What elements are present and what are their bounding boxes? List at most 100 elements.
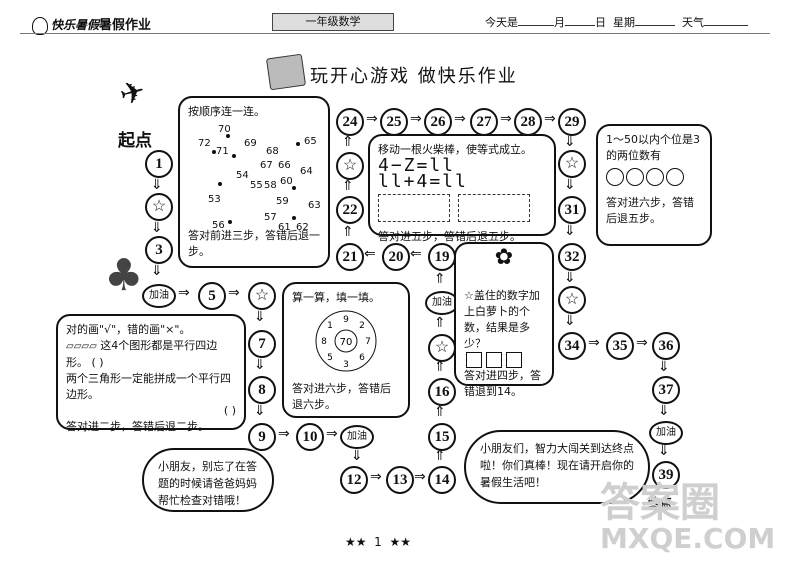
arrow-icon: ⇐ bbox=[364, 246, 376, 262]
arrow-icon: ⇓ bbox=[151, 177, 163, 193]
answer-box[interactable] bbox=[466, 352, 482, 368]
step-14: 14 bbox=[428, 466, 456, 494]
step-20: 20 bbox=[382, 243, 410, 271]
dot bbox=[232, 154, 236, 158]
date-weather-label: 天气 bbox=[682, 16, 704, 29]
radish-card: ✿ ☆盖住的数字加上白萝卜的个数，结果是多少？ 答对进四步，答错退到14。 bbox=[454, 242, 554, 398]
step-28: 28 bbox=[514, 108, 542, 136]
answer-box[interactable] bbox=[458, 194, 530, 222]
blank-field[interactable] bbox=[704, 25, 748, 26]
star-step: ☆ bbox=[558, 286, 586, 314]
petal-number: 1 bbox=[327, 321, 333, 331]
step-35: 35 bbox=[606, 332, 634, 360]
dot-number: 65 bbox=[304, 136, 317, 147]
congrats-cloud: 小朋友们，智力大闯关到达终点啦！你们真棒！现在请开启你的暑假生活吧！ bbox=[464, 430, 650, 504]
footer-deco: ★★ bbox=[389, 535, 411, 549]
cheer-badge: 加油 bbox=[340, 425, 374, 449]
answer-box[interactable] bbox=[378, 194, 450, 222]
dot-number: 67 bbox=[260, 160, 273, 171]
step-9: 9 bbox=[248, 423, 276, 451]
dot-number: 68 bbox=[266, 146, 279, 157]
arrow-icon: ⇓ bbox=[254, 403, 266, 419]
dot-number: 53 bbox=[208, 194, 221, 205]
two-digit-question: 1～50以内个位是3的两位数有 bbox=[606, 133, 700, 162]
petal-number: 9 bbox=[343, 315, 349, 325]
blank-field[interactable] bbox=[635, 25, 675, 26]
answer-paren[interactable]: ( ) bbox=[223, 404, 236, 417]
arrow-icon: ⇓ bbox=[658, 403, 670, 419]
arrow-icon: ⇓ bbox=[564, 177, 576, 193]
brand-title: 暑假作业 bbox=[99, 18, 152, 33]
step-36: 36 bbox=[652, 332, 680, 360]
answer-paren[interactable]: ( ) bbox=[91, 356, 104, 369]
step-26: 26 bbox=[424, 108, 452, 136]
arrow-icon: ⇒ bbox=[178, 285, 190, 301]
arrow-icon: ⇒ bbox=[410, 111, 422, 127]
dot-number: 62 bbox=[296, 222, 309, 233]
arrow-icon: ⇑ bbox=[434, 404, 446, 420]
arrow-icon: ⇑ bbox=[342, 134, 354, 150]
step-31: 31 bbox=[558, 196, 586, 224]
airplane-icon: ✈ bbox=[115, 73, 150, 114]
arrow-icon: ⇒ bbox=[636, 335, 648, 351]
arrow-icon: ⇒ bbox=[500, 111, 512, 127]
flower-instruction: 答对进六步，答错后退六步。 bbox=[292, 382, 391, 411]
step-37: 37 bbox=[652, 376, 680, 404]
arrow-icon: ⇐ bbox=[410, 246, 422, 262]
answer-box[interactable] bbox=[506, 352, 522, 368]
arrow-icon: ⇓ bbox=[658, 443, 670, 459]
dot bbox=[296, 142, 300, 146]
dot bbox=[292, 216, 296, 220]
matchstick-equation: 4−Z=ll ll+4=ll bbox=[378, 155, 468, 192]
dot bbox=[228, 220, 232, 224]
blank-field[interactable] bbox=[518, 25, 554, 26]
watermark: 答案圈 bbox=[600, 480, 720, 526]
arrow-icon: ⇑ bbox=[434, 271, 446, 287]
dot-number: 69 bbox=[244, 138, 257, 149]
apple-icon bbox=[606, 168, 624, 186]
petal-number: 8 bbox=[321, 337, 327, 347]
header-divider bbox=[20, 33, 770, 34]
date-week-label: 星期 bbox=[613, 16, 635, 29]
dot bbox=[226, 134, 230, 138]
step-39: 39 bbox=[652, 461, 680, 489]
dot-number: 72 bbox=[198, 138, 211, 149]
shapes-statement-1: 这4个图形都是平行四边形。 bbox=[66, 339, 218, 369]
date-month-label: 月 bbox=[554, 16, 565, 29]
start-label: 起点 bbox=[118, 131, 152, 151]
blank-field[interactable] bbox=[565, 25, 595, 26]
connect-dots-title: 按顺序连一连。 bbox=[188, 105, 265, 118]
arrow-icon: ⇑ bbox=[434, 315, 446, 331]
step-22: 22 bbox=[336, 196, 364, 224]
connect-dots-instruction: 答对前进三步，答错后退一步。 bbox=[188, 229, 320, 258]
step-16: 16 bbox=[428, 378, 456, 406]
flower-center bbox=[334, 329, 358, 353]
step-5: 5 bbox=[198, 282, 226, 310]
dot-number: 56 bbox=[212, 220, 225, 231]
parallelogram-icon: ▱▱▱▱ bbox=[66, 341, 97, 352]
star-step: ☆ bbox=[145, 193, 173, 221]
flower-petals bbox=[315, 310, 377, 372]
radish-question: ☆盖住的数字加上白萝卜的个数，结果是多少？ bbox=[464, 289, 540, 350]
star-step: ☆ bbox=[428, 334, 456, 362]
grade-label: 一年级数学 bbox=[272, 13, 394, 31]
petal-number: 6 bbox=[359, 353, 365, 363]
step-1: 1 bbox=[145, 150, 173, 178]
step-27: 27 bbox=[470, 108, 498, 136]
book-icon bbox=[265, 53, 307, 91]
arrow-icon: ⇒ bbox=[414, 469, 426, 485]
step-15: 15 bbox=[428, 423, 456, 451]
dot-number: 60 bbox=[280, 176, 293, 187]
step-25: 25 bbox=[380, 108, 408, 136]
answer-box[interactable] bbox=[486, 352, 502, 368]
petal-number: 3 bbox=[343, 360, 349, 370]
arrow-icon: ⇓ bbox=[564, 270, 576, 286]
matchstick-card: 移动一根火柴棒，使等式成立。 4−Z=ll ll+4=ll 答对进五步，答错后退… bbox=[368, 134, 556, 243]
radish-icon: ✿ bbox=[494, 245, 514, 270]
shapes-instruction: 答对进二步，答错后退二步。 bbox=[66, 420, 209, 433]
arrow-icon: ⇓ bbox=[658, 359, 670, 375]
matchstick-title: 移动一根火柴棒，使等式成立。 bbox=[378, 143, 532, 156]
step-13: 13 bbox=[386, 466, 414, 494]
arrow-icon: ⇒ bbox=[588, 335, 600, 351]
two-digit-instruction: 答对进六步，答错后退五步。 bbox=[606, 196, 694, 225]
